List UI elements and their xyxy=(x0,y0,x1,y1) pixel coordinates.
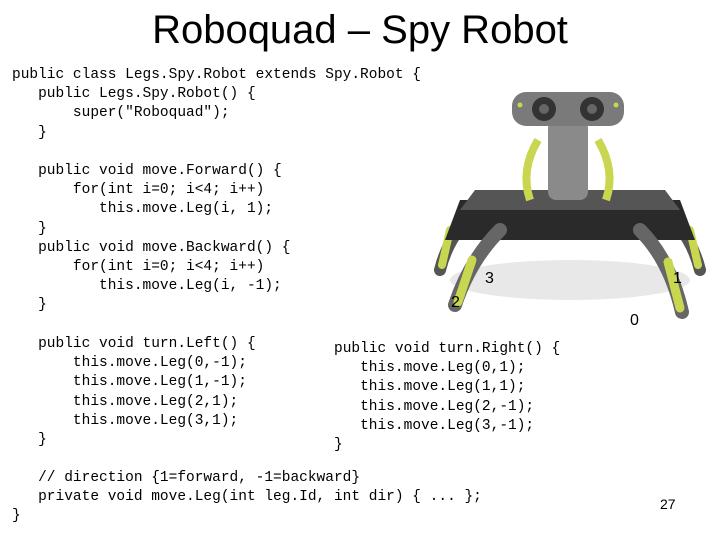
code-line: } xyxy=(12,220,47,237)
code-line: super("Roboquad"); xyxy=(12,105,230,122)
leg-label: 1 xyxy=(673,270,682,287)
code-line: public Legs.Spy.Robot() { xyxy=(12,86,256,103)
code-block-class: public class Legs.Spy.Robot extends Spy.… xyxy=(12,66,421,315)
code-line: this.move.Leg(2,1); xyxy=(12,393,239,410)
code-line: this.move.Leg(3,-1); xyxy=(334,417,535,434)
code-block-turn-left: public void turn.Left() { this.move.Leg(… xyxy=(12,335,256,450)
code-line: this.move.Leg(2,-1); xyxy=(334,398,535,415)
leg-label: 3 xyxy=(485,270,494,287)
roboquad-robot-image xyxy=(434,92,706,319)
code-line: this.move.Leg(i, 1); xyxy=(12,201,274,218)
code-line: } xyxy=(12,124,47,141)
code-line xyxy=(12,143,421,162)
code-line: for(int i=0; i<4; i++) xyxy=(12,258,265,275)
code-line: this.move.Leg(i, -1); xyxy=(12,278,282,295)
code-line: } xyxy=(12,431,47,448)
code-line: this.move.Leg(1,-1); xyxy=(12,374,247,391)
code-block-turn-right: public void turn.Right() { this.move.Leg… xyxy=(334,340,560,455)
code-line: // direction {1=forward, -1=backward} xyxy=(12,470,361,486)
leg-label: 2 xyxy=(451,294,460,311)
code-line: } xyxy=(12,508,21,525)
code-line: this.move.Leg(0,1); xyxy=(334,360,526,377)
code-line: } xyxy=(12,297,47,314)
code-block-move-leg: // direction {1=forward, -1=backward} pr… xyxy=(12,469,482,527)
code-line: public void move.Backward() { xyxy=(12,239,291,256)
code-line: public class Legs.Spy.Robot extends Spy.… xyxy=(12,67,421,83)
page-number: 27 xyxy=(660,496,676,512)
code-line: public void turn.Left() { xyxy=(12,336,256,352)
code-line: for(int i=0; i<4; i++) xyxy=(12,182,265,199)
slide-title: Roboquad – Spy Robot xyxy=(152,8,568,52)
code-line: public void move.Forward() { xyxy=(12,162,282,179)
code-line: this.move.Leg(1,1); xyxy=(334,379,526,396)
code-line: this.move.Leg(3,1); xyxy=(12,412,239,429)
code-line: } xyxy=(334,436,343,453)
code-line: public void turn.Right() { xyxy=(334,341,561,357)
leg-label: 0 xyxy=(630,312,639,329)
code-line: private void move.Leg(int leg.Id, int di… xyxy=(12,489,482,506)
code-line: this.move.Leg(0,-1); xyxy=(12,355,247,372)
